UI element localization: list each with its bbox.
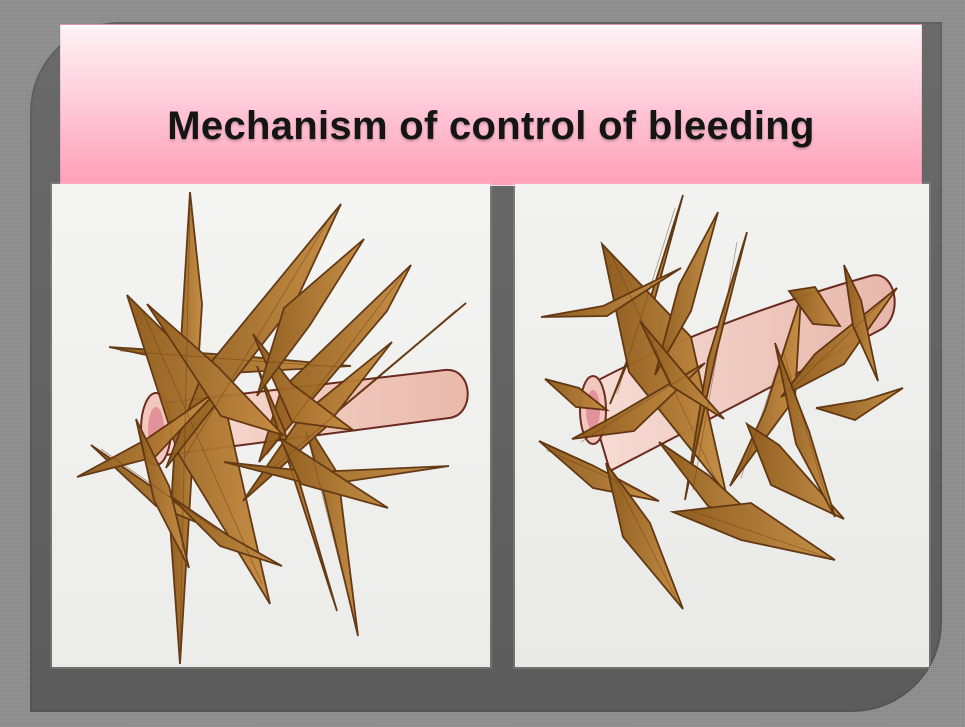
platelet-plug-illustration-left xyxy=(52,184,490,667)
right-hemostasis-drawing xyxy=(515,184,929,667)
slide-title: Mechanism of control of bleeding xyxy=(61,104,921,149)
clot-formation-illustration-right xyxy=(515,184,929,667)
leaf-19 xyxy=(816,388,903,420)
title-banner: Mechanism of control of bleeding xyxy=(60,24,922,186)
left-hemostasis-drawing xyxy=(52,184,490,667)
